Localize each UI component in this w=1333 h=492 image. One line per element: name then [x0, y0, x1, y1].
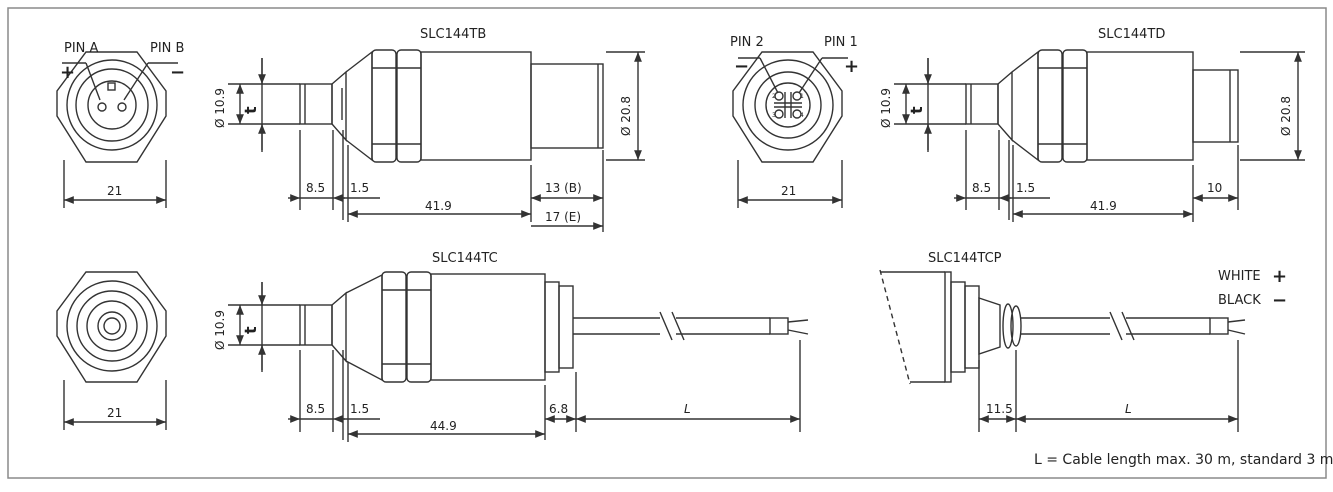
td-thread-diameter: Ø 10.9	[879, 88, 893, 128]
pin-number-4: 4	[800, 112, 804, 119]
pin-number-2: 2	[772, 93, 776, 100]
tcp-model-title: SLC144TCP	[928, 251, 1002, 266]
tb-end-view	[56, 51, 178, 208]
tb-body-diameter: Ø 20.8	[619, 96, 633, 136]
td-end-view	[732, 51, 848, 208]
tc-hex-dim: 21	[107, 406, 122, 420]
cable-length-note: L = Cable length max. 30 m, standard 3 m	[1034, 452, 1333, 468]
wire-black-label: BLACK	[1218, 293, 1261, 308]
td-side-view	[894, 49, 1305, 222]
tc-dim-8-5: 8.5	[306, 402, 325, 416]
tb-side-view	[228, 49, 645, 232]
tc-model-title: SLC144TC	[432, 251, 498, 266]
tb-model-title: SLC144TB	[420, 27, 486, 42]
td-dim-1-5: 1.5	[1016, 181, 1035, 195]
plus-symbol: +	[60, 62, 75, 83]
tcp-side-view	[879, 269, 1246, 432]
td-hex-dim: 21	[781, 184, 796, 198]
pin-2-label: PIN 2	[730, 35, 764, 50]
minus-symbol: −	[170, 62, 185, 83]
tb-t-label: t	[241, 106, 260, 114]
tb-dim-8-5: 8.5	[306, 181, 325, 195]
td-dim-41-9: 41.9	[1090, 199, 1117, 213]
pin-b-label: PIN B	[150, 41, 184, 56]
tb-thread-diameter: Ø 10.9	[213, 88, 227, 128]
drawing-frame	[7, 7, 1327, 479]
td-dim-8-5: 8.5	[972, 181, 991, 195]
tc-dim-44-9: 44.9	[430, 419, 457, 433]
tc-end-view	[56, 271, 167, 430]
tb-dim-17e: 17 (E)	[545, 210, 581, 224]
td-body-diameter: Ø 20.8	[1279, 96, 1293, 136]
tcp-dim-cable-length: L	[1125, 402, 1132, 416]
td-dim-10: 10	[1207, 181, 1222, 195]
tc-side-view	[228, 271, 809, 442]
wire-black-minus: −	[1272, 290, 1287, 311]
wire-white-label: WHITE	[1218, 269, 1261, 284]
tc-thread-diameter: Ø 10.9	[213, 310, 227, 350]
tb-dim-13b: 13 (B)	[545, 181, 582, 195]
pin-1-label: PIN 1	[824, 35, 858, 50]
td-t-label: t	[907, 106, 926, 114]
pin-number-1: 1	[800, 93, 804, 100]
tc-dim-cable-length: L	[684, 402, 691, 416]
wire-white-plus: +	[1272, 266, 1287, 287]
td-plus-symbol: +	[844, 56, 859, 77]
tcp-dim-11-5: 11.5	[986, 402, 1013, 416]
pin-number-3: 3	[772, 112, 776, 119]
tb-dim-41-9: 41.9	[425, 199, 452, 213]
tb-hex-dim: 21	[107, 184, 122, 198]
pin-a-label: PIN A	[64, 41, 99, 56]
tb-dim-1-5: 1.5	[350, 181, 369, 195]
tc-t-label: t	[241, 326, 260, 334]
td-model-title: SLC144TD	[1098, 27, 1165, 42]
tc-dim-6-8: 6.8	[549, 402, 568, 416]
tc-dim-1-5: 1.5	[350, 402, 369, 416]
td-minus-symbol: −	[734, 56, 749, 77]
